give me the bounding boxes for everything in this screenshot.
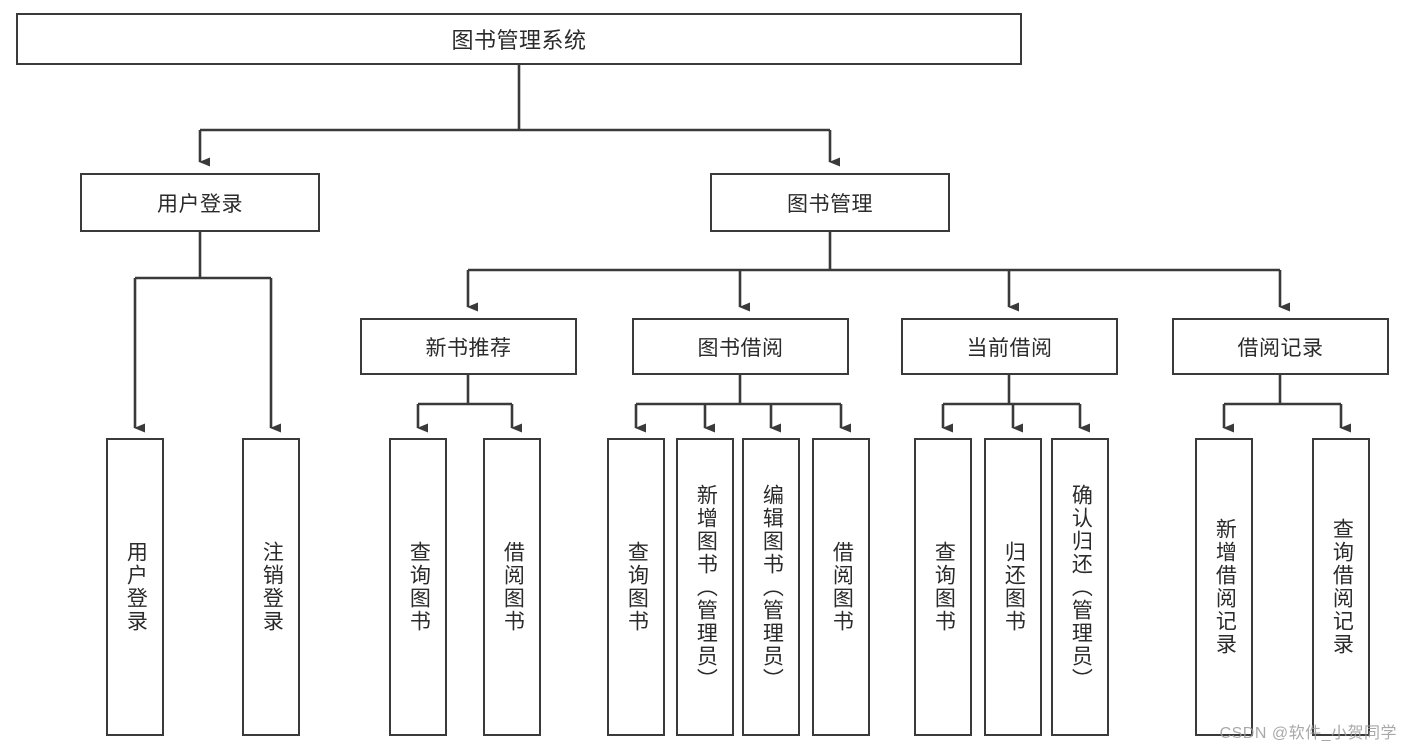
leaf-label: 注销登录 [260, 541, 284, 633]
leaf-label: 新增借阅记录 [1213, 518, 1237, 656]
leaf-new-book-query-book[interactable]: 查询图书 [389, 438, 447, 736]
leaf-book-borrow-query-book[interactable]: 查询图书 [607, 438, 665, 736]
node-label: 图书管理系统 [451, 28, 587, 53]
leaf-label: 编辑图书（管理员） [760, 483, 784, 691]
leaf-book-borrow-borrow-book[interactable]: 借阅图书 [812, 438, 870, 736]
leaf-label: 借阅图书 [501, 541, 525, 633]
csdn-watermark: CSDN @软件_小贺同学 [1219, 725, 1397, 742]
node-current-borrow[interactable]: 当前借阅 [901, 318, 1118, 375]
leaf-book-borrow-add-book-admin[interactable]: 新增图书（管理员） [676, 438, 734, 736]
node-label: 图书管理 [787, 192, 873, 216]
leaf-label: 查询借阅记录 [1330, 518, 1354, 656]
leaf-new-book-borrow-book[interactable]: 借阅图书 [483, 438, 541, 736]
node-book-management[interactable]: 图书管理 [710, 173, 950, 232]
node-user-login[interactable]: 用户登录 [80, 173, 320, 232]
node-label: 新书推荐 [425, 336, 512, 360]
node-root-book-management-system[interactable]: 图书管理系统 [16, 13, 1022, 65]
leaf-user-login-logout[interactable]: 注销登录 [242, 438, 300, 736]
leaf-label: 查询图书 [625, 541, 649, 633]
node-label: 用户登录 [157, 192, 243, 216]
leaf-label: 借阅图书 [830, 541, 854, 633]
node-label: 当前借阅 [966, 336, 1053, 360]
node-new-book-recommend[interactable]: 新书推荐 [360, 318, 577, 375]
node-book-borrow[interactable]: 图书借阅 [632, 318, 849, 375]
leaf-label: 查询图书 [407, 541, 431, 633]
leaf-label: 新增图书（管理员） [694, 483, 718, 691]
leaf-current-borrow-query-book[interactable]: 查询图书 [914, 438, 972, 736]
leaf-label: 查询图书 [932, 541, 956, 633]
node-label: 借阅记录 [1237, 336, 1324, 360]
node-label: 图书借阅 [697, 336, 784, 360]
leaf-label: 确认归还（管理员） [1069, 483, 1093, 691]
leaf-user-login-login[interactable]: 用户登录 [106, 438, 164, 736]
leaf-label: 归还图书 [1002, 541, 1026, 633]
leaf-borrow-record-add-record[interactable]: 新增借阅记录 [1195, 438, 1253, 736]
leaf-borrow-record-query-record[interactable]: 查询借阅记录 [1312, 438, 1370, 736]
leaf-book-borrow-edit-book-admin[interactable]: 编辑图书（管理员） [742, 438, 800, 736]
node-borrow-record[interactable]: 借阅记录 [1172, 318, 1389, 375]
leaf-current-borrow-confirm-return-admin[interactable]: 确认归还（管理员） [1051, 438, 1109, 736]
leaf-current-borrow-return-book[interactable]: 归还图书 [984, 438, 1042, 736]
leaf-label: 用户登录 [124, 541, 148, 633]
